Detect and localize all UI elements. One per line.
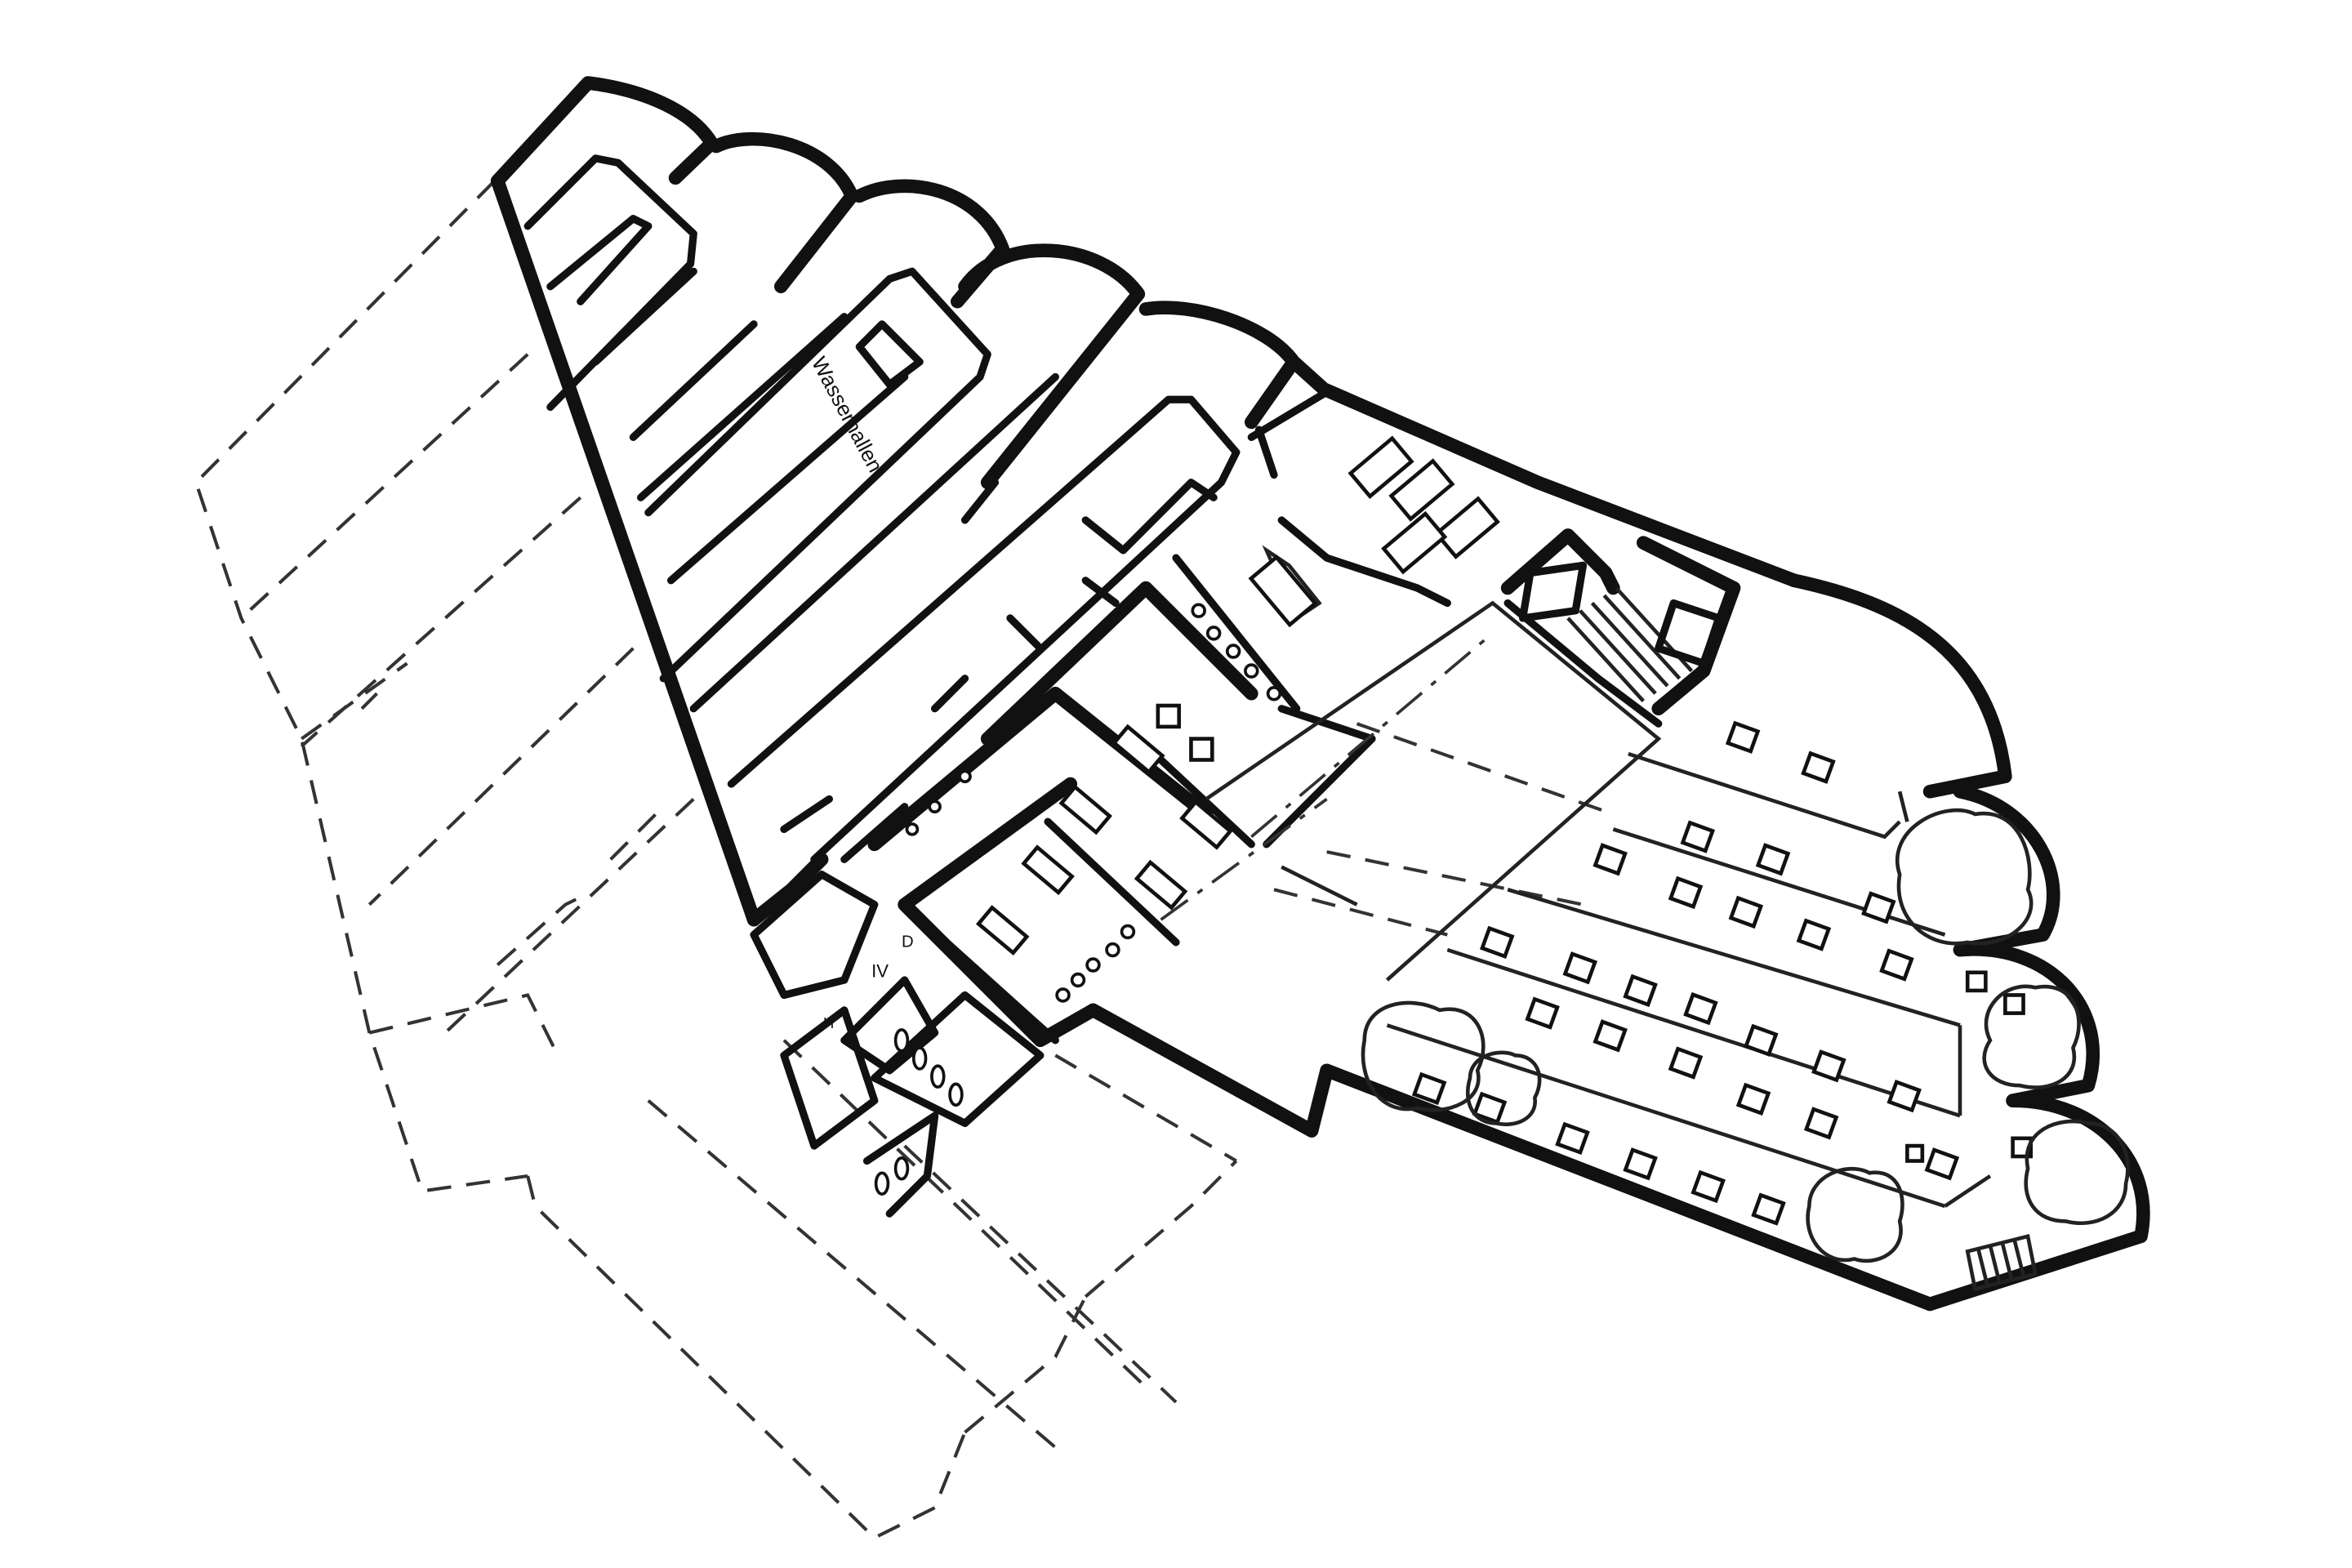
terrace-rows (1386, 751, 1992, 1209)
room-h-label: H (823, 1014, 834, 1031)
room-iv-label: IV (871, 960, 889, 981)
water-hall-partitions (523, 154, 1241, 863)
central-rooms (750, 388, 1451, 1218)
room-d-label: D (902, 933, 914, 951)
indoor-furniture (905, 435, 1500, 1003)
sanitary-fixtures (874, 1028, 2038, 1292)
circulation-lines (1160, 600, 1662, 982)
building-walls (490, 76, 2150, 1312)
dashed-context-outlines (194, 180, 1238, 1540)
trees (1361, 808, 2130, 1263)
stair-core (1500, 528, 1741, 728)
tables (1411, 720, 2034, 1226)
